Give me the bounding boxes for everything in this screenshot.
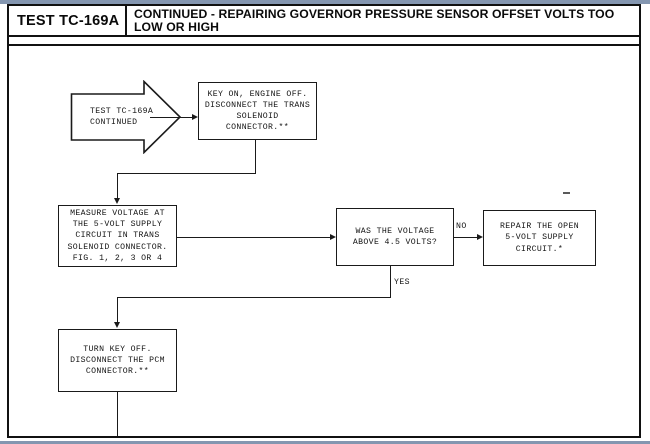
flow-node-turn-key-off-label: TURN KEY OFF. DISCONNECT THE PCM CONNECT…: [70, 344, 165, 377]
edge-start-to-keyon-arrowhead: [192, 113, 198, 120]
edge-label-no: NO: [456, 222, 467, 231]
page-border-frame: [7, 4, 641, 438]
flow-node-measure-voltage: MEASURE VOLTAGE AT THE 5-VOLT SUPPLY CIR…: [58, 205, 177, 267]
flow-node-repair-open: REPAIR THE OPEN 5-VOLT SUPPLY CIRCUIT.*: [483, 210, 596, 266]
edge-no-arrowhead: [477, 233, 483, 240]
flow-node-decision-voltage: WAS THE VOLTAGE ABOVE 4.5 VOLTS?: [336, 208, 454, 266]
edge-measure-to-decision-line: [177, 236, 332, 238]
edge-keyon-down-segment: [254, 140, 256, 174]
flow-node-start: TEST TC-169A CONTINUED: [70, 80, 182, 154]
edge-keyon-to-measure-arrowhead: [114, 198, 121, 204]
edge-yes-left-segment: [117, 297, 391, 299]
flow-node-start-label: TEST TC-169A CONTINUED: [90, 106, 154, 127]
flow-node-repair-open-label: REPAIR THE OPEN 5-VOLT SUPPLY CIRCUIT.*: [500, 222, 579, 254]
scan-edge-band-bottom: [0, 441, 650, 444]
flow-node-key-on: KEY ON, ENGINE OFF. DISCONNECT THE TRANS…: [198, 82, 317, 140]
scan-edge-band-top: [0, 0, 650, 4]
edge-yes-to-turnkey-segment: [117, 297, 119, 324]
edge-start-to-keyon-line: [150, 116, 194, 118]
edge-keyon-left-segment: [117, 173, 256, 175]
test-code-label: TEST TC-169A: [9, 6, 127, 35]
edge-yes-down-segment: [389, 266, 391, 298]
flow-node-key-on-label: KEY ON, ENGINE OFF. DISCONNECT THE TRANS…: [204, 89, 311, 133]
edge-turnkey-continuation-line: [117, 392, 119, 436]
edge-label-yes: YES: [394, 278, 410, 287]
edge-measure-to-decision-arrowhead: [330, 233, 336, 240]
flow-node-decision-voltage-label: WAS THE VOLTAGE ABOVE 4.5 VOLTS?: [352, 226, 438, 247]
scan-artifact-speck: [563, 192, 570, 194]
pentagon-arrow-icon: [70, 80, 182, 154]
document-header: TEST TC-169A CONTINUED - REPAIRING GOVER…: [9, 6, 639, 37]
flow-node-measure-voltage-label: MEASURE VOLTAGE AT THE 5-VOLT SUPPLY CIR…: [67, 209, 168, 263]
edge-yes-to-turnkey-arrowhead: [114, 322, 121, 328]
edge-keyon-to-measure-segment: [117, 173, 119, 200]
edge-no-line: [454, 236, 479, 238]
header-divider-rule: [9, 44, 639, 46]
flow-node-turn-key-off: TURN KEY OFF. DISCONNECT THE PCM CONNECT…: [58, 329, 177, 392]
page-title: CONTINUED - REPAIRING GOVERNOR PRESSURE …: [134, 7, 615, 34]
